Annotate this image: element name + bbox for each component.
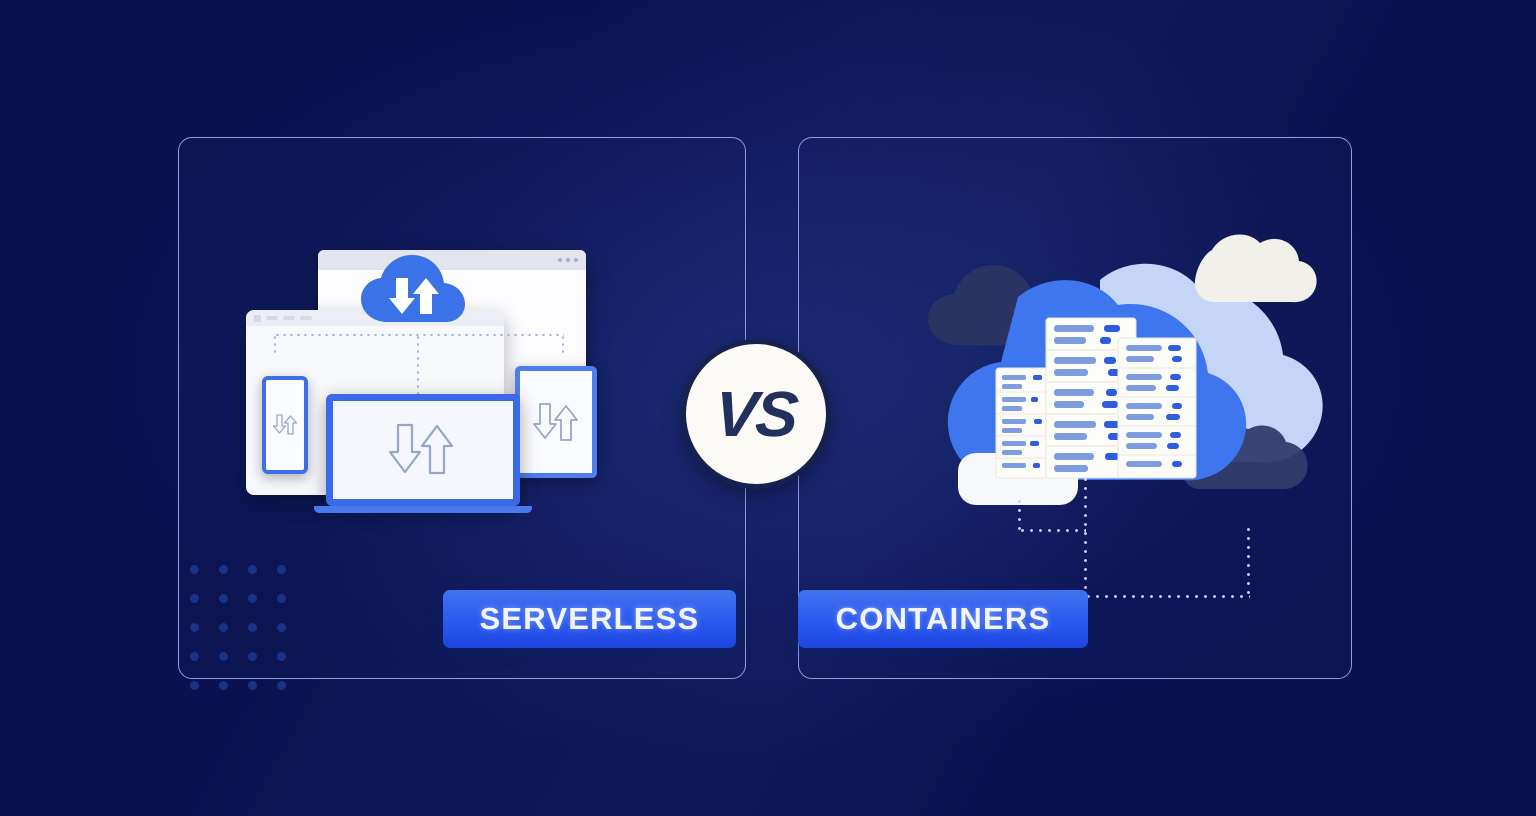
grid-dot xyxy=(248,681,257,690)
browser-dot xyxy=(574,258,578,262)
sync-arrows-icon xyxy=(533,403,578,441)
server-rack-icon xyxy=(1045,317,1137,479)
versus-text: VS xyxy=(712,378,800,450)
grid-dot xyxy=(190,681,199,690)
containers-illustration xyxy=(900,225,1350,598)
grid-dot xyxy=(219,681,228,690)
laptop-base xyxy=(314,506,532,513)
versus-badge: VS xyxy=(686,344,826,484)
dotted-connector-vertical xyxy=(417,334,419,409)
browser-dot xyxy=(566,258,570,262)
server-rack-icon xyxy=(1117,337,1197,479)
cloud-sync-icon xyxy=(358,252,468,330)
dotted-connector-left-stub xyxy=(274,334,276,354)
serverless-illustration xyxy=(240,238,630,538)
sync-arrows-icon xyxy=(388,423,454,475)
toolbar-line xyxy=(283,316,295,320)
browser-dot xyxy=(558,258,562,262)
connector-line-horizontal xyxy=(1018,529,1086,532)
tablet-icon xyxy=(515,366,597,478)
label-containers[interactable]: CONTAINERS xyxy=(798,590,1088,648)
server-rack-icon xyxy=(995,367,1049,479)
laptop-screen xyxy=(326,394,520,506)
connector-line-vertical xyxy=(1018,497,1021,531)
connector-line-vertical xyxy=(1084,475,1087,597)
connector-line-horizontal xyxy=(1084,595,1250,598)
toolbar-line xyxy=(300,316,312,320)
label-serverless[interactable]: SERVERLESS xyxy=(443,590,736,648)
dotted-connector-horizontal xyxy=(274,334,564,336)
sync-arrows-icon xyxy=(272,414,298,435)
label-serverless-text: SERVERLESS xyxy=(479,601,700,636)
grid-dot xyxy=(277,681,286,690)
label-containers-text: CONTAINERS xyxy=(835,601,1051,636)
toolbar-square xyxy=(254,314,261,322)
connector-line-vertical xyxy=(1247,525,1250,597)
toolbar-line xyxy=(266,316,278,320)
phone-icon xyxy=(262,376,308,474)
dotted-connector-right-stub xyxy=(562,334,564,354)
browser-titlebar xyxy=(318,250,586,270)
laptop-icon xyxy=(314,394,532,518)
cloud-white-topright xyxy=(1194,234,1317,303)
